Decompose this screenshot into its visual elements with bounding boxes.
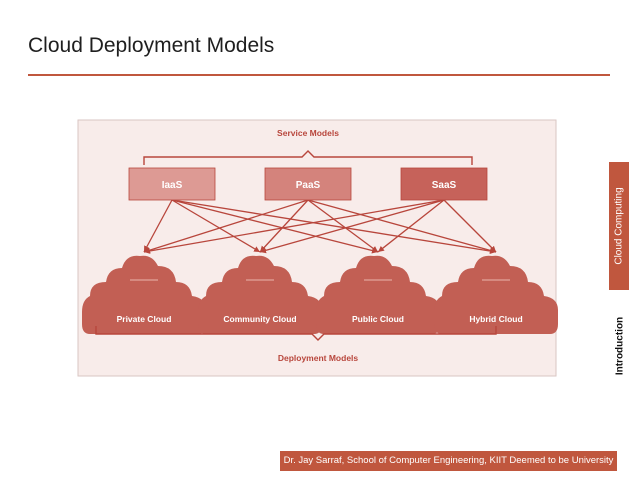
arrow-saas-to-community-cloud — [259, 199, 445, 254]
deployment-label-hybrid-cloud: Hybrid Cloud — [469, 314, 522, 324]
side-tab-label: Cloud Computing — [613, 187, 625, 265]
side-tab — [609, 162, 629, 290]
arrow-iaas-to-public-cloud — [171, 199, 379, 254]
service-deployment-arrows — [143, 199, 497, 255]
service-models-label: Service Models — [277, 128, 339, 138]
service-box-iaas — [128, 167, 216, 201]
arrow-paas-to-public-cloud — [307, 199, 379, 253]
side-section-label: Introduction — [614, 316, 626, 376]
service-label-saas: SaaS — [432, 180, 457, 191]
arrow-paas-to-private-cloud — [143, 199, 309, 254]
title-underline — [28, 74, 610, 76]
deployment-label-public-cloud: Public Cloud — [352, 314, 404, 324]
service-label-iaas: IaaS — [162, 180, 183, 191]
service-box-saas — [400, 167, 488, 201]
arrow-iaas-to-hybrid-cloud — [171, 199, 497, 255]
arrow-saas-to-hybrid-cloud — [443, 199, 497, 253]
deployment-diagram: Service Models IaaS PaaS SaaS Private Clou… — [77, 119, 558, 377]
service-models-group: IaaS PaaS SaaS — [128, 167, 488, 201]
deployment-models-group: Private Cloud Community Cloud Public Cloud… — [82, 255, 558, 334]
service-models-brace — [143, 150, 473, 165]
arrow-iaas-to-private-cloud — [143, 199, 173, 253]
deployment-label-community-cloud: Community Cloud — [223, 314, 296, 324]
service-label-paas: PaaS — [296, 180, 321, 191]
arrow-saas-to-public-cloud — [377, 199, 445, 253]
diagram-panel — [77, 119, 557, 377]
deployment-models-label: Deployment Models — [278, 353, 359, 363]
arrow-iaas-to-community-cloud — [171, 199, 261, 253]
arrow-paas-to-hybrid-cloud — [307, 199, 497, 254]
arrow-saas-to-private-cloud — [143, 199, 445, 254]
service-box-paas — [264, 167, 352, 201]
slide-title: Cloud Deployment Models — [28, 34, 275, 57]
deployment-models-brace — [95, 326, 497, 341]
footer-bar: Dr. Jay Sarraf, School of Computer Engin… — [280, 451, 617, 471]
deployment-label-private-cloud: Private Cloud — [117, 314, 172, 324]
arrow-paas-to-community-cloud — [259, 199, 309, 253]
